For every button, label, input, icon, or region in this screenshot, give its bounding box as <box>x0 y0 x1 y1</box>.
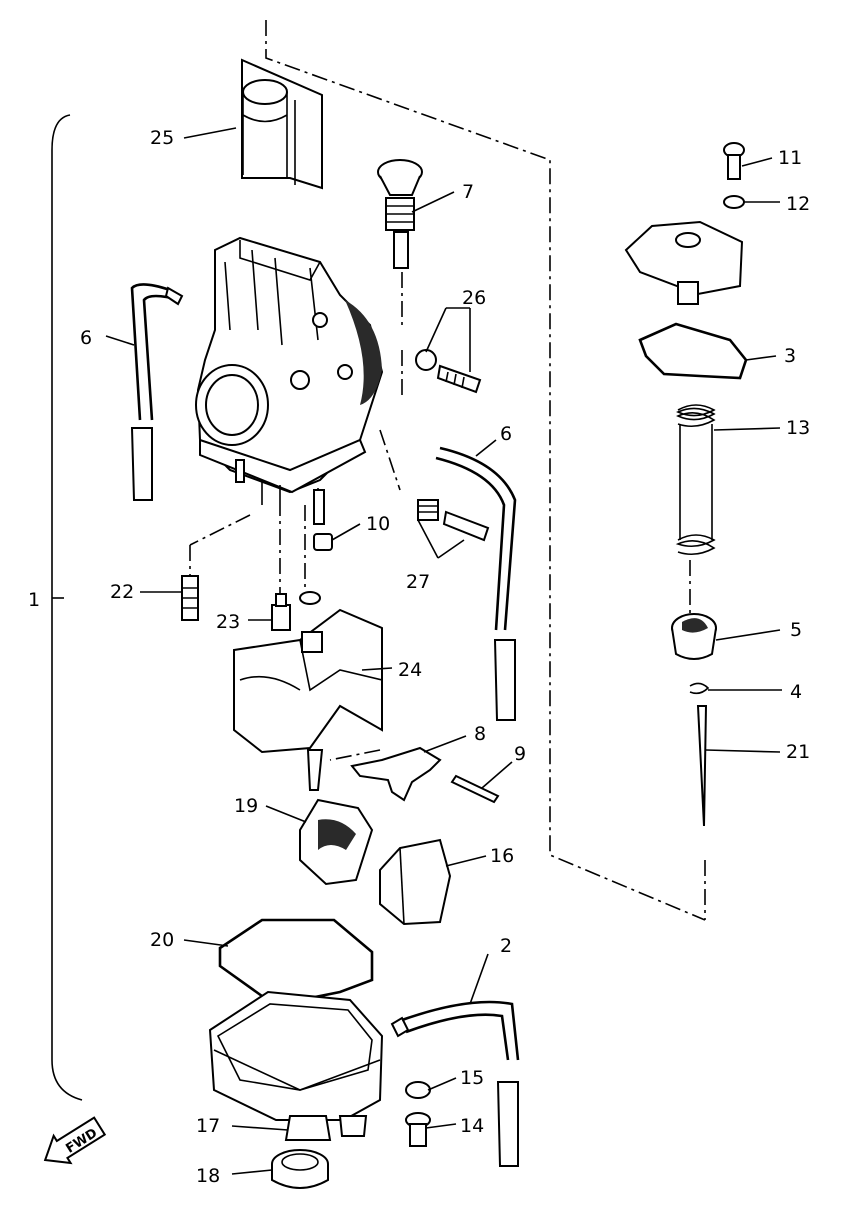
part-5-throttle-valve <box>671 613 717 660</box>
part-23-main-jet <box>271 593 291 631</box>
part-2-overflow-hose <box>390 1000 520 1167</box>
callout-20: 20 <box>150 929 174 951</box>
part-21-jet-needle <box>696 705 708 827</box>
callout-17: 17 <box>196 1115 220 1137</box>
part-24-float <box>233 591 383 791</box>
part-25-top-cap <box>241 58 323 190</box>
callout-1: 1 <box>28 589 40 611</box>
callout-21: 21 <box>786 741 810 763</box>
callout-19: 19 <box>234 795 258 817</box>
carburetor-body <box>195 236 384 525</box>
float-bowl <box>208 990 384 1141</box>
callout-10: 10 <box>366 513 390 535</box>
reference-lines <box>189 20 706 921</box>
callout-16: 16 <box>490 845 514 867</box>
part-cap-cover <box>624 220 744 305</box>
fwd-direction-arrow: FWD <box>43 1116 107 1165</box>
part-27-pilot-screw <box>417 499 490 542</box>
part-8-float-arm <box>350 746 442 802</box>
part-6-left-vent-hose <box>130 283 184 501</box>
callout-4: 4 <box>790 681 802 703</box>
callout-27: 27 <box>406 571 430 593</box>
callout-6b: 6 <box>500 423 512 445</box>
part-16-cover <box>379 838 452 926</box>
callout-11: 11 <box>778 147 802 169</box>
part-18-drain-plug <box>271 1149 329 1189</box>
callout-8: 8 <box>474 723 486 745</box>
callout-15: 15 <box>460 1067 484 1089</box>
part-22-jet <box>181 575 199 621</box>
part-4-clip <box>689 682 710 695</box>
leader-lines <box>52 127 782 1175</box>
callout-25: 25 <box>150 127 174 149</box>
callout-22: 22 <box>110 581 134 603</box>
callout-24: 24 <box>398 659 422 681</box>
callout-2: 2 <box>500 935 512 957</box>
assembly-bracket <box>51 114 83 1101</box>
callout-9: 9 <box>514 743 526 765</box>
callout-26: 26 <box>462 287 486 309</box>
callout-18: 18 <box>196 1165 220 1187</box>
callout-5: 5 <box>790 619 802 641</box>
part-7-throttle-screw <box>377 159 423 269</box>
part-6-right-vent-hose <box>435 446 517 721</box>
part-11-screw <box>723 142 745 180</box>
part-13-spring <box>675 404 716 556</box>
callout-13: 13 <box>786 417 810 439</box>
part-15-washer <box>405 1081 431 1099</box>
part-9-pin <box>450 774 500 804</box>
part-26-screw-and-nut <box>415 349 482 394</box>
part-14-screw <box>405 1112 431 1147</box>
part-19-baffle <box>299 798 374 886</box>
callout-7: 7 <box>462 181 474 203</box>
callout-6a: 6 <box>80 327 92 349</box>
part-20-gasket <box>218 918 374 1002</box>
callout-12: 12 <box>786 193 810 215</box>
callout-14: 14 <box>460 1115 484 1137</box>
part-10-bushing <box>313 533 333 551</box>
callout-3: 3 <box>784 345 796 367</box>
callout-23: 23 <box>216 611 240 633</box>
callout-labels: 1 2 3 4 5 6 6 7 8 9 10 11 12 13 14 15 16… <box>28 127 810 1187</box>
part-12-washer <box>723 195 745 209</box>
part-3-gasket <box>638 322 748 380</box>
